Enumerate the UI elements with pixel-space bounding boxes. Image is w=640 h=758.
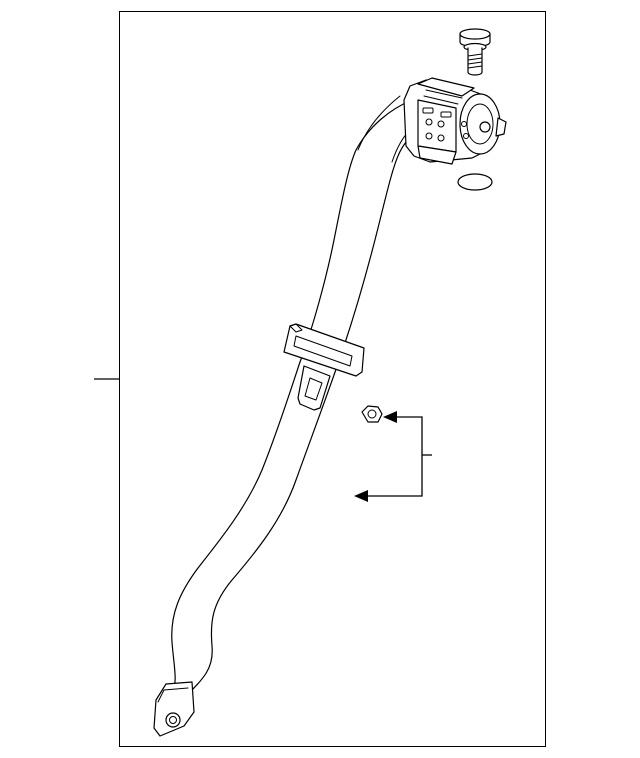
- lower-anchor-plate: [153, 681, 195, 737]
- mounting-bolt: [459, 28, 491, 76]
- belt-webbing: [171, 95, 421, 697]
- o-ring-washer: [457, 173, 493, 191]
- sliding-latch-plate: [283, 323, 365, 411]
- retractor: [403, 77, 507, 165]
- diagram-frame: [119, 11, 546, 747]
- hex-nut-callout: [354, 411, 432, 502]
- hex-nut: [361, 405, 383, 423]
